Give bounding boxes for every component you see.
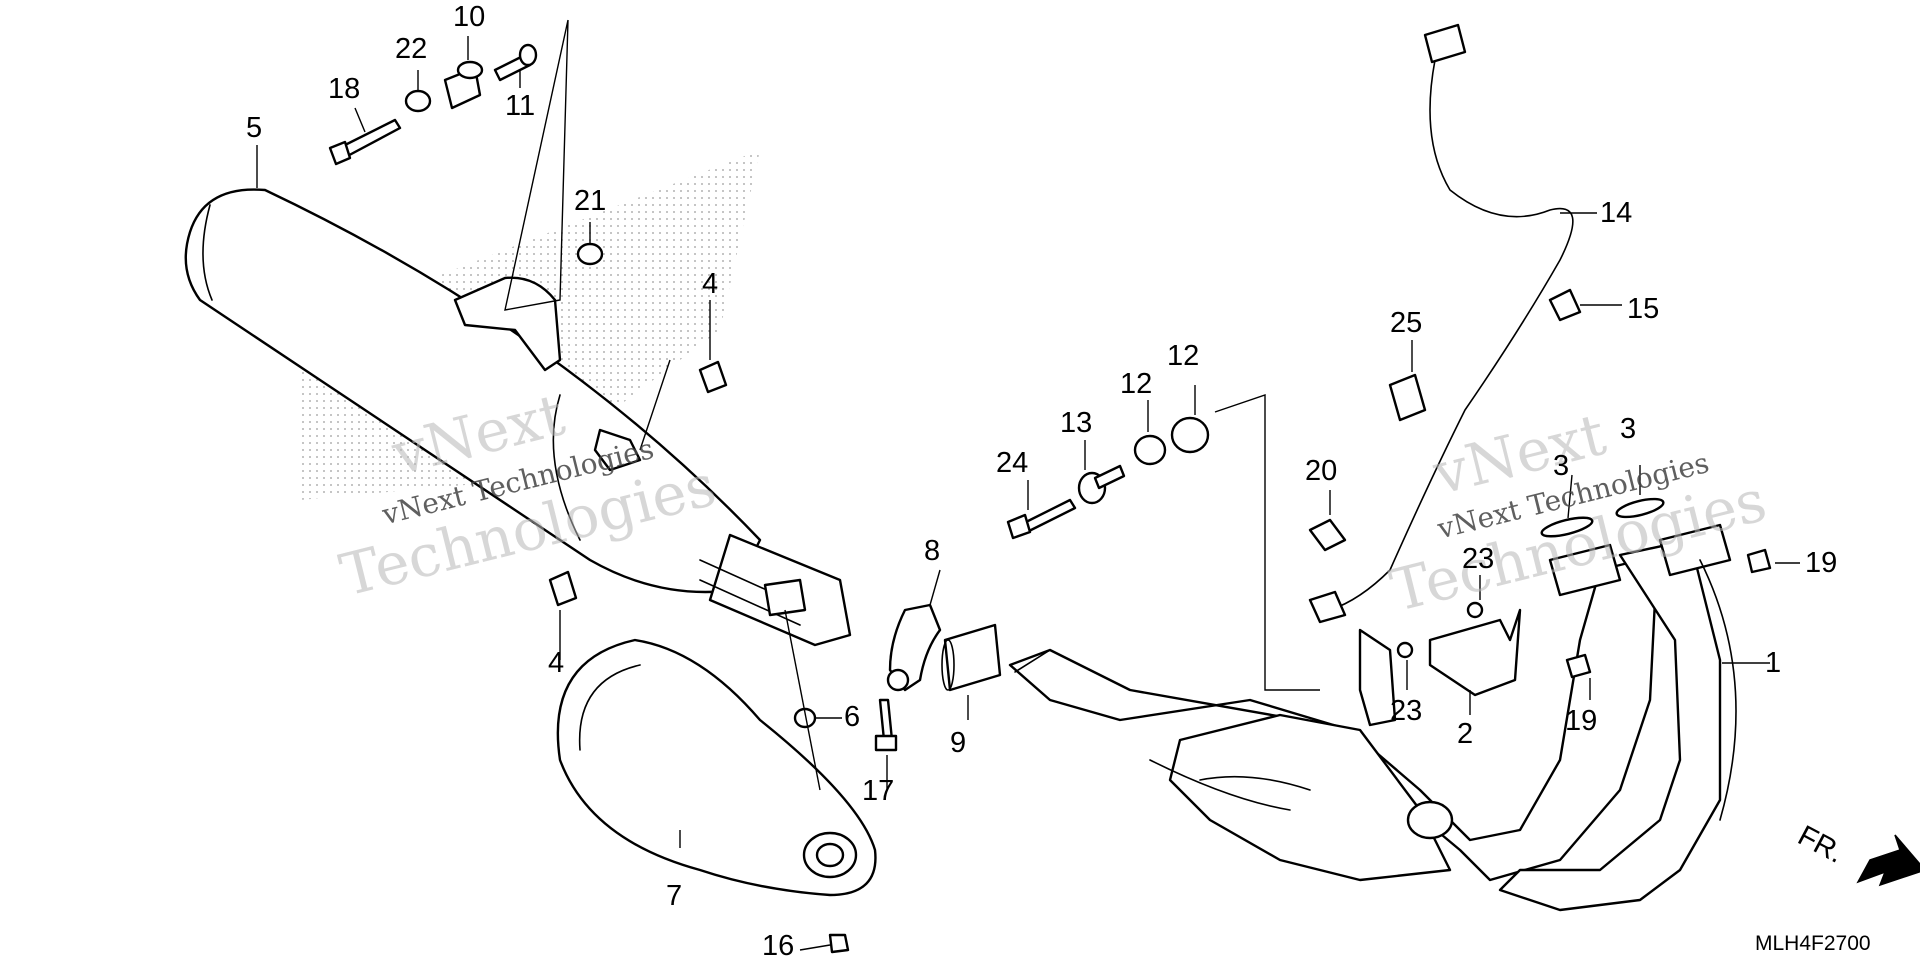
callout-23a: 23: [1462, 543, 1494, 575]
callout-2: 2: [1457, 718, 1473, 750]
rubber-part-4-upper[interactable]: [698, 360, 728, 394]
rubber-part-4-lower[interactable]: [548, 570, 578, 607]
bolt-part-16[interactable]: [828, 933, 850, 954]
callout-4b: 4: [548, 647, 564, 679]
callout-9: 9: [950, 727, 966, 759]
gasket-part-9[interactable]: [941, 623, 1002, 692]
callout-4a: 4: [702, 268, 718, 300]
exhaust-pipe-part-1[interactable]: [1008, 523, 1737, 912]
callout-21: 21: [574, 185, 606, 217]
front-direction-indicator: FR.: [1793, 820, 1920, 887]
nut-part-19-a[interactable]: [1746, 548, 1772, 574]
bolt-part-18[interactable]: [328, 118, 402, 166]
leader-lines: [256, 19, 1800, 951]
washer-part-13[interactable]: [1077, 464, 1126, 505]
callout-16: 16: [762, 930, 794, 960]
callout-12a: 12: [1120, 368, 1152, 400]
nut-part-21[interactable]: [576, 242, 604, 266]
callout-15: 15: [1627, 293, 1659, 325]
callout-24: 24: [996, 447, 1028, 479]
direction-label: FR.: [1793, 820, 1849, 870]
callout-20: 20: [1305, 455, 1337, 487]
callout-19a: 19: [1805, 547, 1837, 579]
callout-17: 17: [862, 775, 894, 807]
grommet-part-12-a[interactable]: [1133, 434, 1167, 466]
callout-12b: 12: [1167, 340, 1199, 372]
callout-3a: 3: [1553, 450, 1569, 482]
clamp-part-8[interactable]: [886, 603, 942, 692]
callout-13: 13: [1060, 407, 1092, 439]
grommet-part-12-b[interactable]: [1170, 416, 1210, 454]
clip-part-25[interactable]: [1388, 373, 1427, 422]
callout-3b: 3: [1620, 413, 1636, 445]
bracket-part-2[interactable]: [1428, 608, 1522, 697]
callout-8: 8: [924, 535, 940, 567]
pin-part-11[interactable]: [493, 43, 538, 82]
callout-7: 7: [666, 880, 682, 912]
callout-22: 22: [395, 33, 427, 65]
callout-11: 11: [505, 90, 535, 122]
muffler-cover-part-7[interactable]: [556, 638, 877, 897]
gasket-part-3-a[interactable]: [1540, 514, 1594, 540]
callout-10: 10: [453, 1, 485, 33]
washer-part-22[interactable]: [404, 89, 432, 113]
callout-labels: 1 2 3 3 4 4 5 6 7 8 9 10 11 12 12 13 14 …: [246, 1, 1837, 960]
gasket-part-3-b[interactable]: [1615, 495, 1665, 520]
bolt-part-23-b[interactable]: [1396, 641, 1414, 659]
clip-part-15[interactable]: [1548, 288, 1582, 322]
nut-part-19-b[interactable]: [1565, 653, 1592, 679]
sensor-wire-part-14[interactable]: [1308, 23, 1574, 624]
bolt-part-23-a[interactable]: [1466, 601, 1484, 619]
muffler-part-5[interactable]: [184, 188, 852, 647]
bolt-part-24[interactable]: [1006, 498, 1077, 540]
callout-23b: 23: [1390, 695, 1422, 727]
callout-6: 6: [844, 701, 860, 733]
drawing-code: MLH4F2700: [1755, 932, 1871, 955]
callout-18: 18: [328, 73, 360, 105]
callout-5: 5: [246, 112, 262, 144]
callout-14: 14: [1600, 197, 1632, 229]
bolt-part-17[interactable]: [874, 698, 898, 752]
collar-part-10[interactable]: [443, 60, 484, 110]
nut-part-20[interactable]: [1308, 518, 1347, 552]
callout-25: 25: [1390, 307, 1422, 339]
callout-19b: 19: [1565, 705, 1597, 737]
callout-1: 1: [1765, 647, 1781, 679]
